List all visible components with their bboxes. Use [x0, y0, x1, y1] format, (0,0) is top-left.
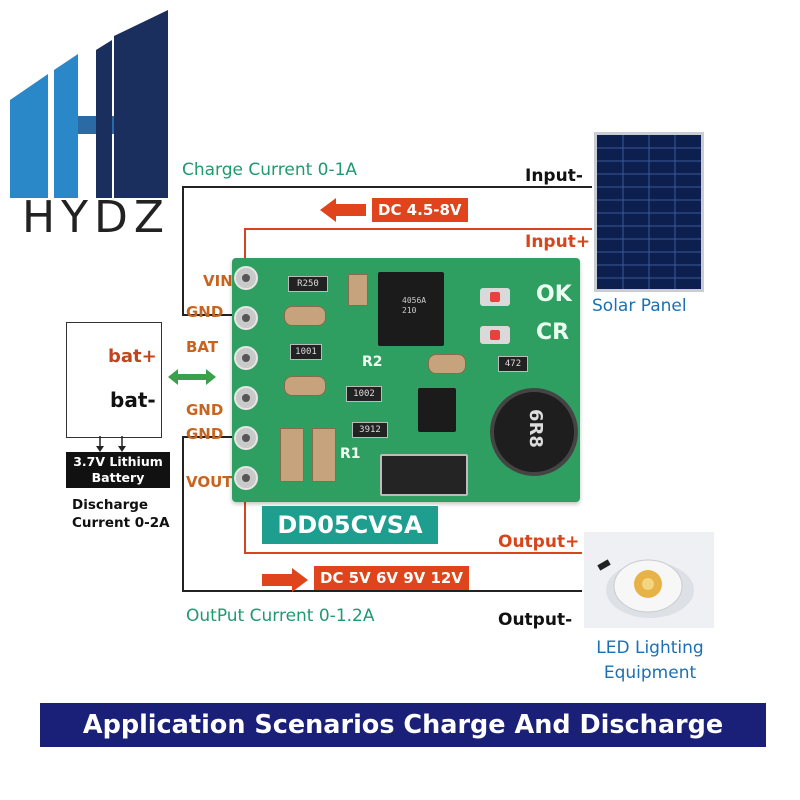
output-plus-label: Output+ [498, 532, 580, 552]
wire-output-gnd-horizontal [182, 436, 246, 438]
resistor-472: 472 [498, 356, 528, 372]
logo-text: HYDZ [22, 192, 170, 243]
solar-panel-label: Solar Panel [592, 296, 687, 316]
wire-charge-gnd-vertical [182, 186, 184, 316]
pad-gnd-3 [234, 426, 258, 450]
capacitor-5 [348, 274, 368, 306]
pad-vout [234, 466, 258, 490]
output-direction-arrow-icon [262, 568, 308, 597]
wire-output-minus [182, 590, 582, 592]
pin-label-gnd-2: GND [186, 401, 224, 419]
led-cr [480, 326, 510, 344]
output-current-label: OutPut Current 0-1.2A [186, 606, 375, 626]
output-minus-label: Output- [498, 610, 573, 630]
pin-label-bat: BAT [186, 338, 219, 356]
pin-label-gnd-3: GND [186, 425, 224, 443]
wire-input-plus-vertical [244, 228, 246, 274]
dc-input-tag: DC 4.5-8V [372, 198, 468, 222]
logo-mark-icon [10, 10, 168, 198]
battery-lead-arrows-icon [92, 436, 132, 457]
page-title: Application Scenarios Charge And Dischar… [40, 703, 766, 747]
input-direction-arrow-icon [320, 198, 366, 227]
wire-output-plus-vertical [244, 480, 246, 552]
resistor-1001: 1001 [290, 344, 322, 360]
wire-output-plus [244, 552, 582, 554]
model-label: DD05CVSA [262, 506, 438, 544]
dc-output-tag: DC 5V 6V 9V 12V [314, 566, 469, 590]
capacitor-4 [312, 428, 336, 482]
resistor-r250: R250 [288, 276, 328, 292]
capacitor-2 [284, 376, 326, 396]
led-lamp-image [584, 532, 714, 628]
bat-plus-label: bat+ [108, 346, 157, 367]
inductor-6r8: 6R8 [490, 388, 578, 476]
resistor-3912: 3912 [352, 422, 388, 438]
wire-input-minus [182, 186, 592, 188]
pin-label-vin: VIN [203, 272, 233, 290]
bat-minus-label: bat- [110, 388, 156, 412]
input-plus-label: Input+ [525, 232, 591, 252]
capacitor-3 [280, 428, 304, 482]
input-minus-label: Input- [525, 166, 583, 186]
inductor-marking: 6R8 [524, 409, 546, 448]
pcb-board: R250 1001 4056A 210 R2 1002 3912 R1 OK C… [232, 258, 580, 502]
resistor-1002: 1002 [346, 386, 382, 402]
discharge-current-label: Discharge Current 0-2A [72, 497, 170, 531]
capacitor-6 [428, 354, 466, 374]
pad-bat [234, 346, 258, 370]
pin-label-gnd-1: GND [186, 303, 224, 321]
wire-charge-gnd-horizontal [182, 314, 246, 316]
silk-ok: OK [536, 282, 572, 307]
diode-chip [380, 454, 468, 496]
led-equipment-label: LED Lighting Equipment [596, 638, 704, 683]
solar-panel-image [594, 132, 704, 292]
pad-gnd-2 [234, 386, 258, 410]
charger-ic-chip: 4056A 210 [378, 272, 444, 346]
brand-logo: HYDZ [8, 8, 173, 244]
charger-ic-marking: 4056A 210 [402, 296, 427, 315]
silk-r1: R1 [340, 446, 361, 462]
wire-input-plus [244, 228, 592, 230]
silk-cr: CR [536, 320, 570, 345]
capacitor-1 [284, 306, 326, 326]
silk-r2: R2 [362, 354, 383, 370]
charge-current-label: Charge Current 0-1A [182, 160, 358, 180]
battery-bidirectional-arrow-icon [168, 368, 216, 391]
pad-vin [234, 266, 258, 290]
mosfet-chip [418, 388, 456, 432]
pad-gnd-1 [234, 306, 258, 330]
pin-label-vout: VOUT [186, 473, 233, 491]
battery-box [66, 322, 162, 438]
wire-output-gnd-vertical [182, 436, 184, 592]
led-ok [480, 288, 510, 306]
battery-type-label: 3.7V Lithium Battery [66, 452, 170, 488]
